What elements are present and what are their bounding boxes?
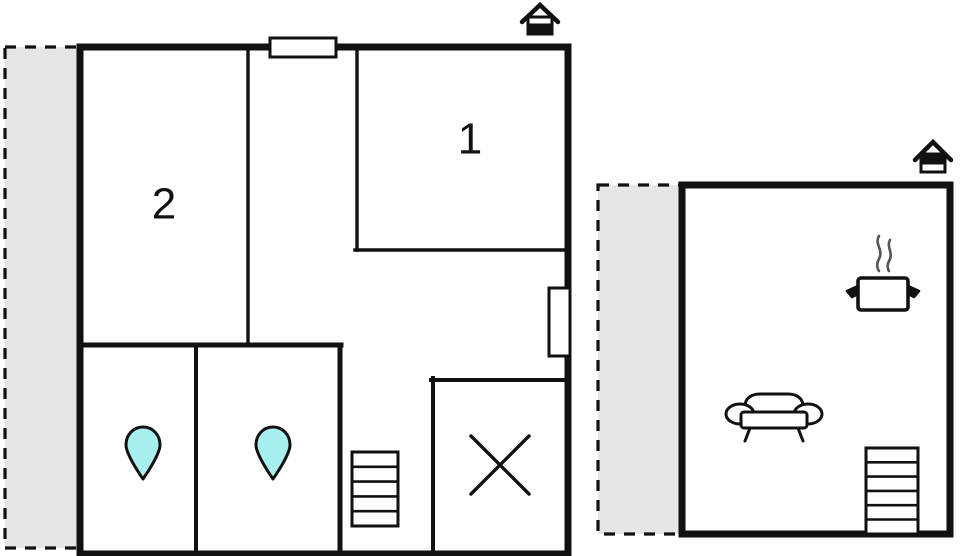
water-drop-icon-bathroom-2 <box>254 425 292 481</box>
house-roof-icon <box>912 138 954 174</box>
cooking-pot-icon <box>845 234 921 312</box>
water-drop-icon-bathroom-1 <box>124 425 162 481</box>
house-roof-icon <box>519 1 561 36</box>
sofa-icon <box>724 392 824 443</box>
window-top <box>268 36 338 59</box>
building-right <box>596 138 954 538</box>
stairs-icon-right <box>864 446 920 536</box>
building-left-interior-walls <box>77 45 570 556</box>
cross-icon-storage <box>469 434 531 496</box>
terrace-right <box>596 183 684 536</box>
terrace-left <box>3 45 82 550</box>
room-2-label: 2 <box>152 180 176 229</box>
window-right <box>547 286 572 358</box>
building-left-floor <box>80 47 568 554</box>
stairs-icon-left <box>350 450 400 528</box>
room-1-label: 1 <box>458 115 482 164</box>
building-right-outline <box>678 181 954 538</box>
building-left: 2 1 <box>3 1 572 556</box>
